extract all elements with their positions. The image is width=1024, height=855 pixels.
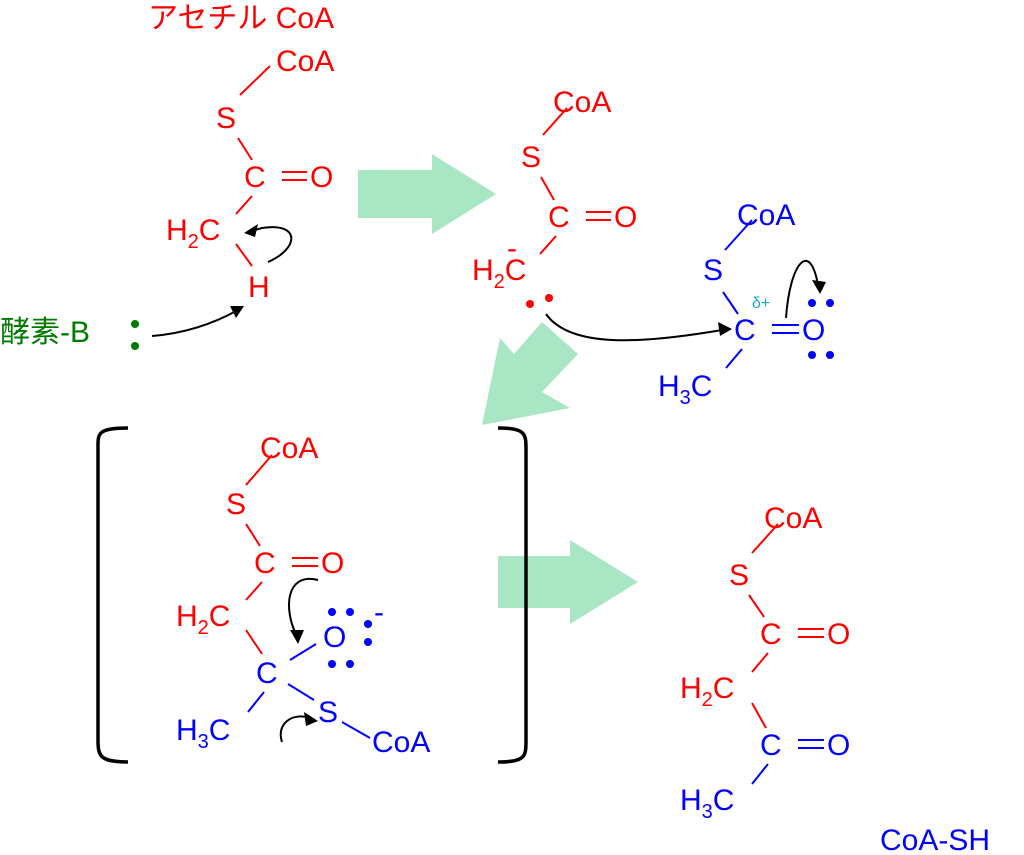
m4-ch2: H2C [176, 600, 230, 639]
m1-s: S [216, 102, 236, 135]
m2-s: S [521, 141, 541, 174]
process-arrow-3 [498, 540, 638, 624]
m3-curved-arrow [785, 260, 819, 319]
molecule-acetyl-coa-2: CoA S δ+ C O H3C [658, 199, 834, 409]
m1-curved-arrow [247, 226, 293, 263]
m3-c: C [734, 314, 756, 347]
m4-coa-bottom: CoA [372, 726, 430, 759]
m5-ch3: H3C [680, 784, 734, 823]
m1-bond-c-h [235, 243, 253, 267]
bracket-right [497, 426, 528, 764]
m5-o-bottom: O [827, 729, 850, 762]
process-arrow-2 [482, 322, 578, 425]
m5-o-top: O [827, 618, 850, 651]
m4-coa-top: CoA [260, 432, 318, 465]
m3-o: O [802, 314, 825, 347]
m5-s: S [729, 559, 749, 592]
m1-c: C [244, 161, 266, 194]
m2-c: C [548, 201, 570, 234]
bracket-left [96, 426, 129, 764]
m4-o-top: O [321, 547, 344, 580]
molecule-intermediate: CoA S C O H2C C O - S CoA H3C [176, 432, 430, 759]
m4-o-anion: O [323, 621, 346, 654]
m4-c-top: C [254, 547, 276, 580]
m1-bond-s-c [237, 137, 253, 161]
molecule-acetyl-coa: アセチル CoA CoA S C O H2C H [148, 2, 334, 304]
m1-bond-c-ch2 [235, 195, 253, 215]
enzyme-base-label: 酵素-B [0, 316, 90, 349]
acetyl-coa-title: アセチル CoA [148, 2, 334, 35]
enzyme-curved-arrow [151, 309, 239, 337]
m4-ch3: H3C [176, 714, 230, 753]
coa-sh-label: CoA-SH [880, 824, 990, 855]
m1-ch2: H2C [166, 214, 220, 253]
m3-s: S [703, 254, 723, 287]
m1-coa: CoA [276, 45, 334, 78]
molecule-carbanion: CoA S C O - H2C [472, 86, 637, 308]
m1-o: O [310, 161, 333, 194]
m2-minus: - [507, 232, 517, 265]
m4-o-minus: - [374, 596, 384, 629]
m5-c-bottom: C [760, 729, 782, 762]
m1-bond-s-coa [239, 65, 271, 96]
m4-s-bottom: S [318, 696, 338, 729]
m2-ch2: H2C [472, 254, 526, 293]
process-arrow-1 [358, 154, 496, 234]
m4-s-top: S [226, 488, 246, 521]
m3-ch3: H3C [658, 370, 712, 409]
m1-h: H [248, 271, 270, 304]
m4-c-center: C [256, 657, 278, 690]
attack-curved-arrow [545, 313, 723, 342]
m4-curved-arrow-carbonyl [288, 577, 319, 635]
m5-ch2: H2C [680, 672, 734, 711]
m2-o: O [614, 201, 637, 234]
m3-delta-plus: δ+ [752, 295, 770, 312]
molecule-product: CoA S C O H2C C O H3C [680, 502, 850, 823]
m5-c-top: C [760, 618, 782, 651]
